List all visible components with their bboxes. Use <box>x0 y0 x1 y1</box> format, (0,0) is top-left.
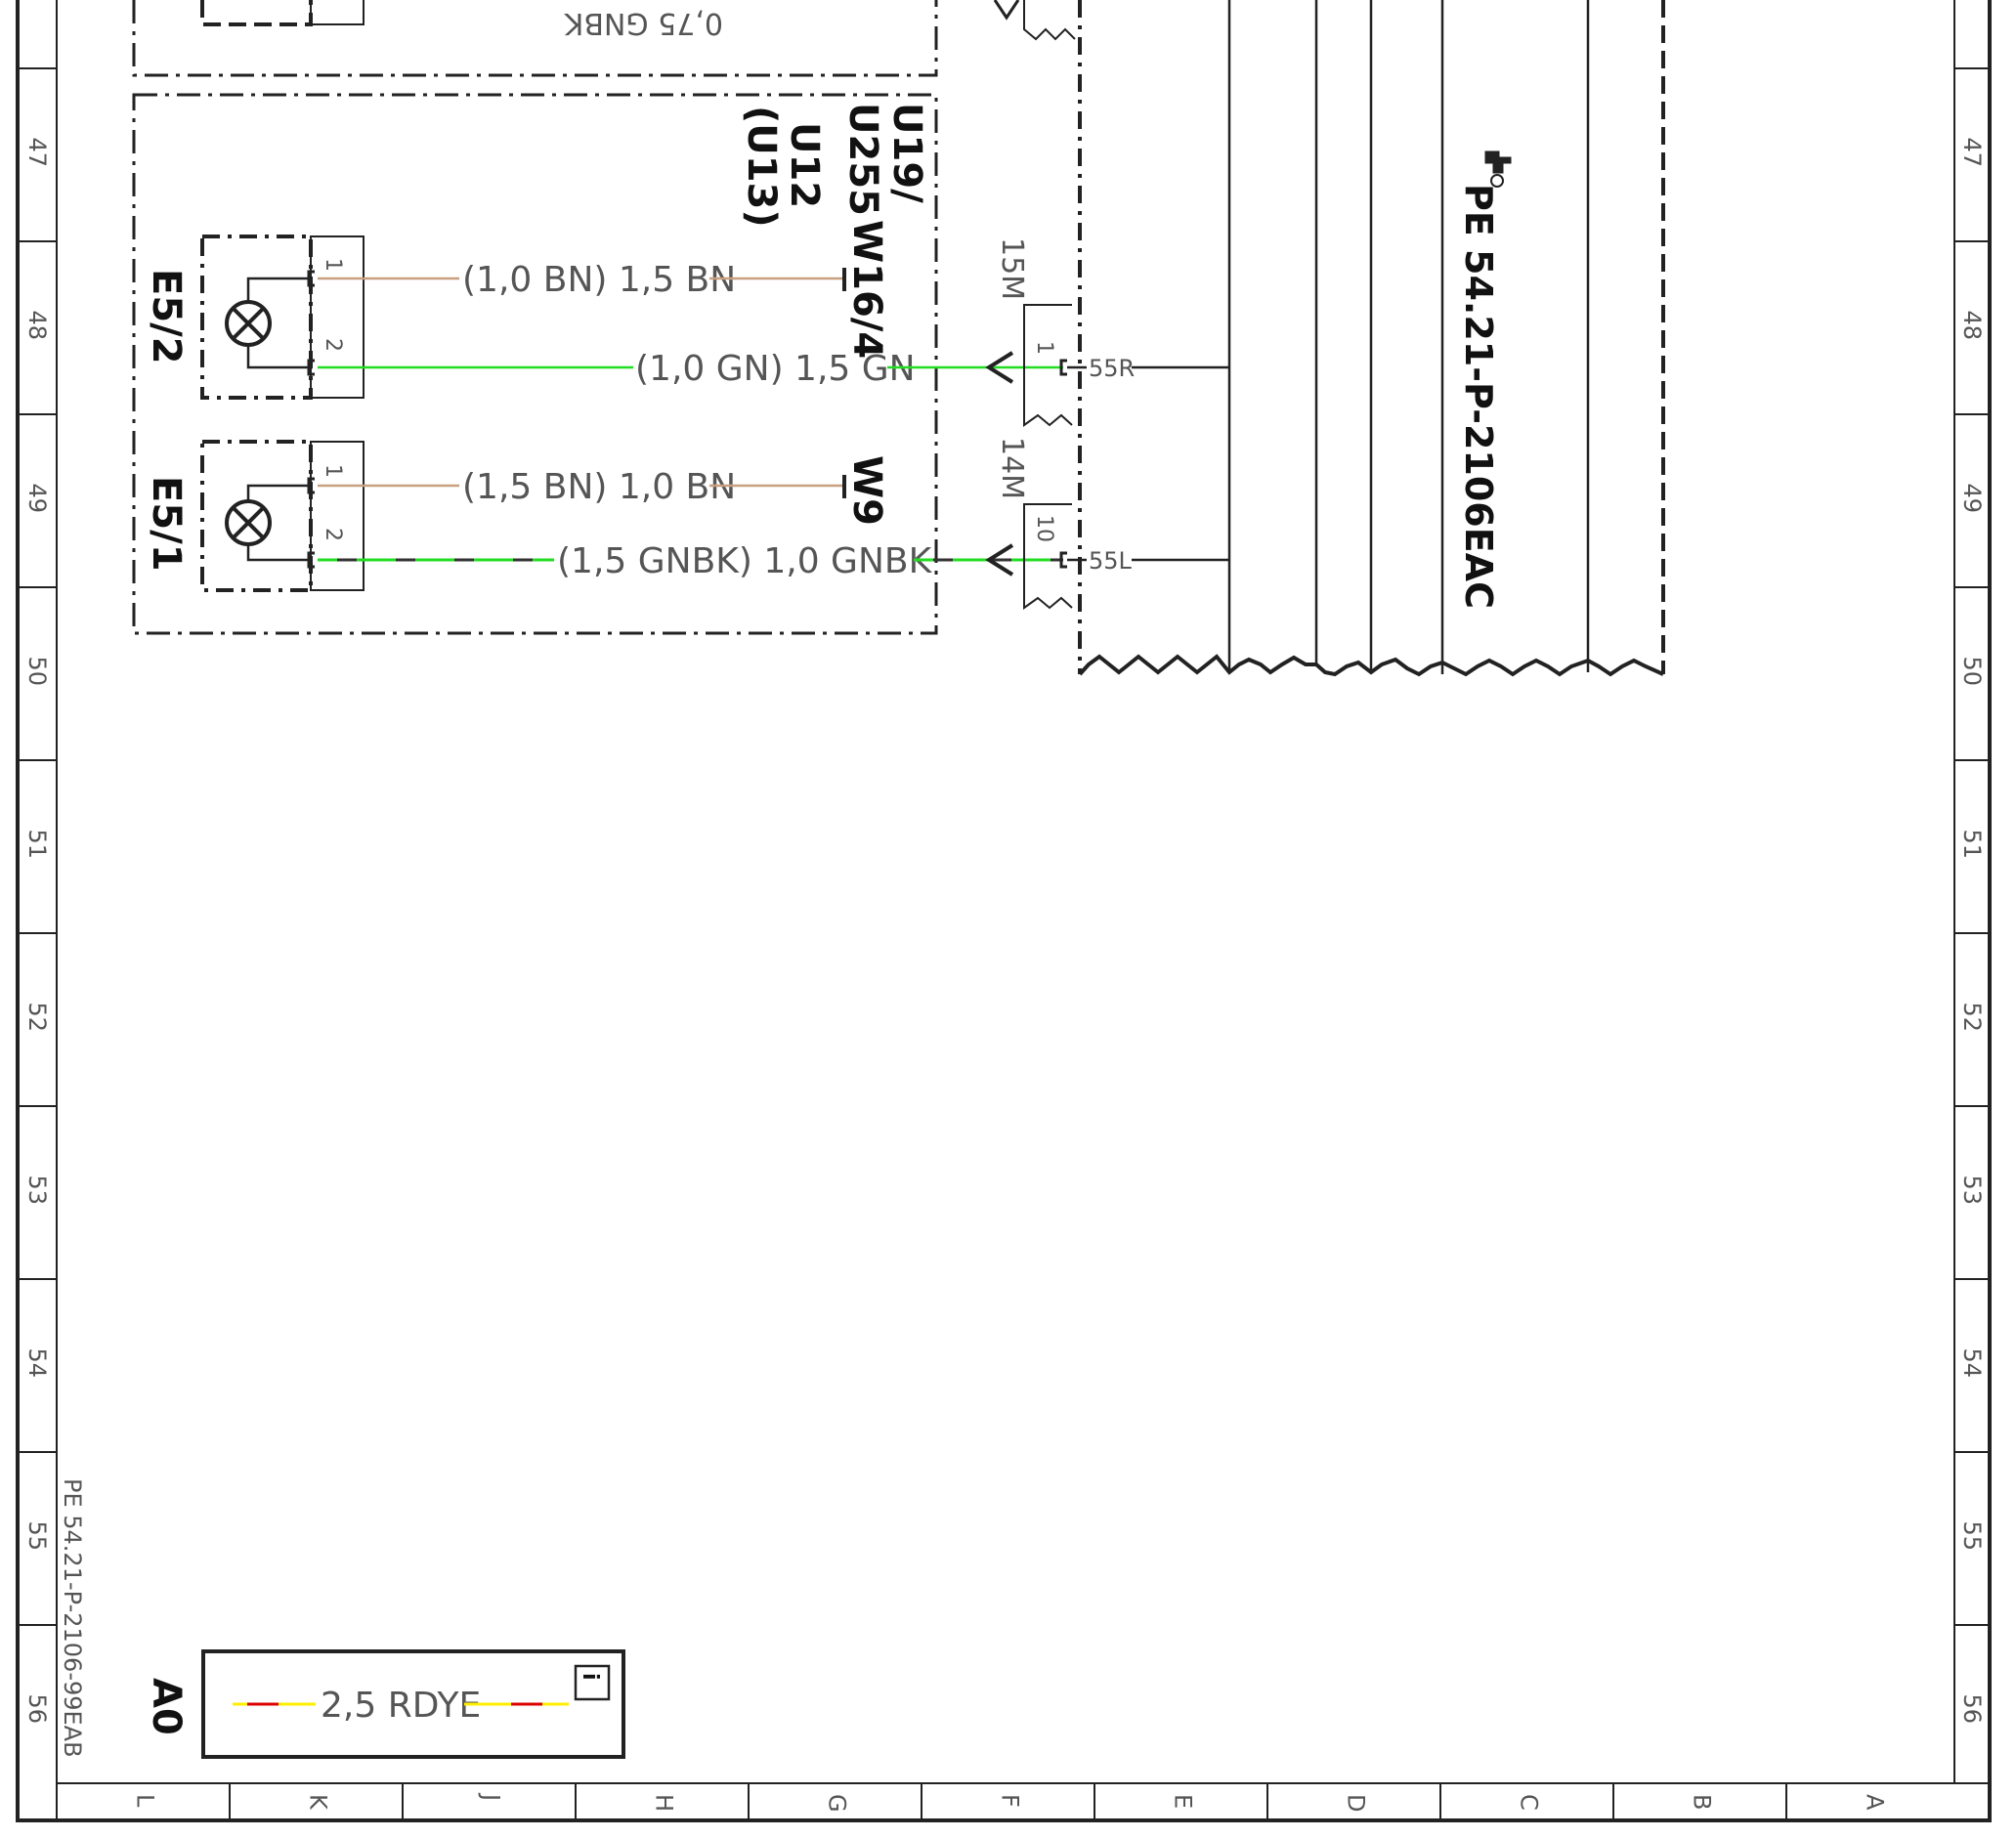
lamp-e5-1-label: E5/1 <box>144 476 189 572</box>
column-letter: K <box>305 1794 332 1811</box>
row-number: 48 <box>23 311 51 341</box>
row-number: 47 <box>1958 138 1986 168</box>
row-number: 49 <box>1958 484 1986 514</box>
row-number: 52 <box>1958 1003 1986 1033</box>
row-number: 55 <box>1958 1521 1986 1552</box>
row-number: 54 <box>23 1348 51 1379</box>
signal-label-55r: 55R <box>1089 355 1135 382</box>
connector-14m: 14M 10 55L <box>985 437 1229 610</box>
wire-e5-1-green-label: (1,5 GNBK) 1,0 GNBK <box>557 541 933 581</box>
lamp-e5-1-internal <box>246 484 313 501</box>
pin-terminal <box>307 359 315 376</box>
column-letter: D <box>1343 1794 1370 1812</box>
module-label-line4: (U13) <box>739 106 784 228</box>
pin-terminal <box>1059 359 1067 376</box>
break-line <box>1078 654 1664 677</box>
legend-a0: A0 i 2,5 RDYE <box>144 1649 625 1759</box>
connector-arrow-icon <box>985 351 1014 384</box>
pin-terminal <box>1059 551 1067 569</box>
lamp-e5-2: E5/2 1 2 (1,0 BN) 1,5 BN W16/4 (1,0 GN) … <box>144 220 1063 400</box>
ground-label-w9: W9 <box>844 455 889 526</box>
column-letter: H <box>651 1794 678 1812</box>
row-number: 55 <box>23 1521 51 1552</box>
row-number: 54 <box>1958 1348 1986 1379</box>
lamp-e5-1-internal-2 <box>246 544 313 562</box>
column-letter: C <box>1516 1794 1543 1811</box>
column-letter: F <box>997 1794 1024 1808</box>
lamp-e5-1-connector <box>310 441 365 591</box>
lamp-module-box: U19/ U255 U12 (U13) <box>132 93 938 635</box>
row-number: 50 <box>1958 657 1986 687</box>
ground-label-w16-4: W16/4 <box>844 220 889 359</box>
reference-label: PE 54.21-P-2106EAC <box>1457 184 1500 609</box>
module-label-line3: U12 <box>782 122 827 208</box>
pin-terminal <box>307 551 315 569</box>
row-number: 51 <box>1958 830 1986 860</box>
row-number: 49 <box>23 484 51 514</box>
legend-box <box>201 1649 625 1759</box>
outer-border <box>16 0 1992 1822</box>
side-reference-label: PE 54.21-P-2106-99EAB <box>59 1478 86 1758</box>
control-unit-block: PE 54.21-P-2106EAC <box>1078 0 1665 677</box>
connector-15m-pin: 1 <box>1032 341 1056 355</box>
row-number: 52 <box>23 1003 51 1033</box>
connector-14m-label: 14M <box>995 437 1029 499</box>
connector-arrow-icon <box>985 543 1014 577</box>
legend-a0-label: A0 <box>144 1678 189 1735</box>
pin-terminal <box>307 270 315 287</box>
lamp-e5-1: E5/1 1 2 (1,5 BN) 1,0 BN W9 (1,5 GNBK) 1… <box>144 440 1063 592</box>
lamp-e5-2-internal-2 <box>246 345 313 369</box>
lamp-e5-2-internal <box>246 277 313 302</box>
lamp-e5-2-label: E5/2 <box>144 269 189 364</box>
connector-15m-label: 15M <box>995 237 1029 300</box>
column-letter: L <box>132 1794 159 1808</box>
lamp-bulb-cross-b <box>232 506 265 539</box>
signal-label-55l: 55L <box>1089 547 1133 575</box>
row-number: 56 <box>1958 1694 1986 1725</box>
wire-e5-2-brown-label: (1,0 BN) 1,5 BN <box>462 260 736 300</box>
upper-module-partial: 0,75 GNBK <box>132 0 1076 77</box>
note-icon-glyph: i <box>578 1673 602 1681</box>
connector-14m-pin: 10 <box>1032 515 1056 542</box>
wire-e5-1-brown-label: (1,5 BN) 1,0 BN <box>462 467 736 507</box>
lamp-e5-2-pin1: 1 <box>321 258 345 272</box>
pin-terminal <box>307 477 315 494</box>
column-letter: J <box>478 1792 505 1801</box>
row-number: 48 <box>1958 311 1986 341</box>
row-number: 56 <box>23 1694 51 1725</box>
row-number: 47 <box>23 138 51 168</box>
legend-wire-label: 2,5 RDYE <box>321 1686 481 1726</box>
wire-e5-2-green-label: (1,0 GN) 1,5 GN <box>635 349 916 389</box>
row-number: 53 <box>1958 1175 1986 1206</box>
lamp-bulb-cross-b <box>232 307 265 340</box>
note-icon <box>574 1664 611 1701</box>
lamp-e5-1-pin1: 1 <box>321 464 345 478</box>
column-letter: E <box>1170 1794 1197 1809</box>
column-letter: B <box>1689 1794 1716 1810</box>
top-partial-wire-label: 0,75 GNBK <box>563 6 723 40</box>
row-number: 50 <box>23 657 51 687</box>
connector-15m: 15M 1 55R <box>985 237 1229 427</box>
row-number: 53 <box>23 1175 51 1206</box>
lamp-e5-1-housing <box>200 440 313 592</box>
lamp-e5-2-pin2: 2 <box>321 338 345 352</box>
column-letter: A <box>1862 1794 1889 1811</box>
lamp-e5-2-connector <box>310 235 365 399</box>
lamp-e5-1-pin2: 2 <box>321 528 345 541</box>
row-ruler: 47 47 48 48 49 49 50 50 51 51 52 52 53 53 54 54 55 55 56 56 <box>18 67 1990 1725</box>
module-label-line1: U19/ <box>884 103 929 203</box>
module-label-line2: U255 <box>840 103 885 216</box>
pointing-hand-icon <box>1484 150 1512 188</box>
row-number: 51 <box>23 830 51 860</box>
column-letter: G <box>824 1794 851 1813</box>
